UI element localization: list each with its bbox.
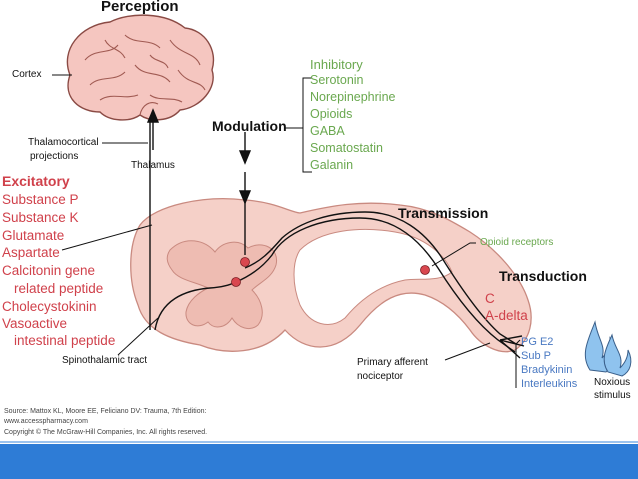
nerve-pathways: [149, 118, 525, 359]
mediator-item: Interleukins: [521, 378, 578, 390]
noxious-label: Noxious: [594, 377, 631, 388]
fiber-item: A-delta: [485, 308, 528, 323]
spinal-cord-illustration: [130, 198, 532, 353]
inhibitory-item: Somatostatin: [310, 141, 383, 155]
excitatory-item: intestinal peptide: [14, 333, 116, 348]
mediator-item: Sub P: [521, 350, 551, 362]
inhibitory-item: Galanin: [310, 158, 354, 172]
spinothalamic-label: Spinothalamic tract: [62, 355, 148, 366]
nociceptor-label: nociceptor: [357, 371, 404, 382]
excitatory-item: Glutamate: [2, 228, 65, 243]
leader-lines: [52, 74, 521, 388]
footer-bar: [0, 444, 638, 479]
brain-illustration: [66, 14, 215, 121]
flame-icon: [584, 320, 632, 377]
excitatory-item: Calcitonin gene: [2, 263, 96, 278]
stimulus-label: stimulus: [594, 390, 631, 401]
excitatory-item: Cholecystokinin: [2, 299, 97, 314]
excitatory-item: Substance K: [2, 210, 79, 225]
website-credit: www.accesspharmacy.com: [4, 418, 88, 425]
opioid-receptors-label: Opioid receptors: [480, 237, 554, 248]
inhibitory-title: Inhibitory: [310, 57, 363, 72]
transduction-label: Transduction: [499, 268, 587, 284]
excitatory-item: Substance P: [2, 192, 79, 207]
inhibitory-item: Norepinephrine: [310, 90, 396, 104]
inhibitory-item: Opioids: [310, 107, 353, 121]
thalamus-label: Thalamus: [131, 160, 175, 171]
arrows: [146, 108, 252, 205]
footer-divider: [0, 441, 638, 443]
excitatory-item: Vasoactive: [2, 316, 68, 331]
fiber-item: C: [485, 291, 495, 306]
cortex-label: Cortex: [12, 69, 42, 80]
excitatory-item: Aspartate: [2, 245, 60, 260]
thalamocortical-label: Thalamocortical: [28, 137, 99, 148]
transmission-label: Transmission: [398, 205, 489, 221]
mediator-item: Bradykinin: [521, 364, 573, 376]
copyright-credit: Copyright © The McGraw-Hill Companies, I…: [4, 429, 208, 436]
projections-label: projections: [30, 151, 79, 162]
primary-afferent-label: Primary afferent: [357, 357, 428, 368]
perception-label: Perception: [101, 0, 179, 15]
mediator-item: PG E2: [521, 336, 554, 348]
excitatory-item: related peptide: [14, 281, 104, 296]
receptor-dots: [231, 257, 430, 287]
inhibitory-item: GABA: [310, 124, 345, 138]
inhibitory-item: Serotonin: [310, 73, 364, 87]
modulation-label: Modulation: [212, 118, 287, 134]
source-credit: Source: Mattox KL, Moore EE, Feliciano D…: [4, 408, 207, 415]
excitatory-title: Excitatory: [2, 173, 70, 189]
